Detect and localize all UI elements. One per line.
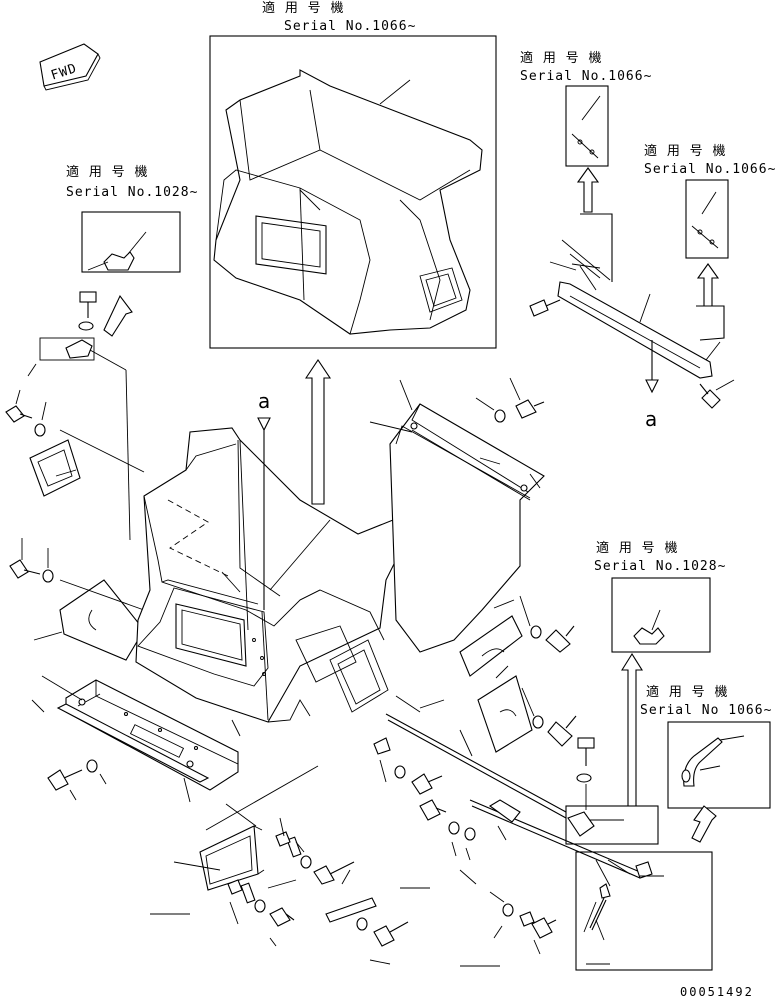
fwd-arrow-icon: FWD <box>39 43 101 91</box>
bottom-brackets-center <box>173 765 377 925</box>
bolt-icon <box>545 629 571 653</box>
leader-lines <box>15 261 577 967</box>
ref-a-center: a <box>257 389 271 610</box>
nut-icon <box>227 879 243 895</box>
inset-top-center-serial: Serial No.1066~ <box>284 19 416 34</box>
hollow-arrow-icon <box>621 652 643 807</box>
inset-top-right-2-serial: Serial No.1066~ <box>644 162 776 177</box>
inset-top-right-1-applies-label: 適 用 号 機 <box>520 50 602 66</box>
fastener-set-left-mid <box>9 559 145 661</box>
left-bracket-group <box>39 291 131 541</box>
nut-icon <box>519 911 535 927</box>
fastener-set-center <box>373 737 557 955</box>
nut-icon <box>373 737 391 755</box>
inset-top-center-applies-label: 適 用 号 機 <box>262 0 344 16</box>
washer-icon <box>42 569 54 583</box>
small-panels-right <box>459 599 533 753</box>
washer-icon <box>86 759 98 773</box>
inset-top-right-1: 適 用 号 機 Serial No.1066~ <box>520 50 652 167</box>
bolt-icon <box>419 799 441 821</box>
right-cover-panel <box>369 379 545 653</box>
hollow-arrow-icon <box>304 359 332 505</box>
screw-icon <box>78 698 199 768</box>
bolt-icon <box>313 865 335 885</box>
inset-right-lower-applies-label: 適 用 号 機 <box>646 684 728 700</box>
ref-a-center-label: a <box>258 389 270 413</box>
fastener-set-bottom-center <box>227 817 409 947</box>
bar-assembly-right: a <box>529 213 735 431</box>
washer-icon <box>394 765 406 779</box>
fastener-set-bottom-left <box>47 759 191 803</box>
rod-assembly <box>385 695 664 965</box>
hollow-arrow-icon <box>691 805 717 843</box>
washer-icon <box>576 773 592 783</box>
bolt-icon <box>547 721 573 747</box>
washer-icon <box>494 409 506 423</box>
guide-line <box>269 519 331 591</box>
main-housing <box>135 427 401 723</box>
fastener-set-rod <box>576 737 595 810</box>
inset-right-mid: 適 用 号 機 Serial No.1028~ <box>594 540 726 653</box>
inset-top-right-2: 適 用 号 機 Serial No.1066~ <box>644 143 776 259</box>
bolt-icon <box>79 291 97 318</box>
washer-icon <box>78 321 94 331</box>
bolt-icon <box>411 773 433 795</box>
fastener-set-right-mid <box>519 595 577 747</box>
bolt-icon <box>515 399 537 419</box>
nut-icon <box>275 831 291 847</box>
bolt-icon <box>373 925 395 947</box>
hollow-arrow-icon <box>103 167 720 337</box>
inset-left-applies-label: 適 用 号 機 <box>66 164 148 180</box>
inset-right-mid-serial: Serial No.1028~ <box>594 559 726 574</box>
washer-icon <box>464 827 476 841</box>
washer-icon <box>34 423 46 437</box>
inset-right-lower-serial: Serial No 1066~ <box>640 703 772 718</box>
inset-right-lower: 適 用 号 機 Serial No 1066~ <box>640 684 772 809</box>
rod-end-parts <box>589 883 611 931</box>
screw-icon <box>410 422 528 492</box>
washer-icon <box>532 715 544 729</box>
bolt-icon <box>9 559 29 579</box>
inset-top-center: 適 用 号 機 Serial No.1066~ <box>209 0 497 349</box>
washer-icon <box>356 917 368 931</box>
bolt-icon <box>269 907 291 927</box>
bolt-icon <box>531 917 553 939</box>
rod-end-inset <box>575 851 713 971</box>
inset-right-mid-applies-label: 適 用 号 機 <box>596 540 678 556</box>
inset-top-right-1-serial: Serial No.1066~ <box>520 69 652 84</box>
inset-left: 適 用 号 機 Serial No.1028~ <box>66 164 198 273</box>
fastener-set-right-upper <box>475 377 545 423</box>
bolt-icon <box>47 769 69 791</box>
washer-icon <box>300 855 312 869</box>
inset-top-right-2-applies-label: 適 用 号 機 <box>644 143 726 159</box>
bolt-icon <box>5 405 25 423</box>
bolt-icon <box>699 383 721 409</box>
inset-left-serial: Serial No.1028~ <box>66 185 198 200</box>
bolt-icon <box>577 737 595 749</box>
washer-icon <box>502 903 514 917</box>
washer-icon <box>448 821 460 835</box>
washer-icon <box>530 625 542 639</box>
fastener-set-left-upper <box>5 405 145 497</box>
ref-a-right: a <box>645 407 657 431</box>
washer-icon <box>254 899 266 913</box>
part-number: 00051492 <box>680 985 754 999</box>
bolt-icon <box>529 299 561 317</box>
rod-bracket-inset <box>565 805 659 845</box>
bottom-plates-left <box>31 631 239 791</box>
guide-line <box>221 571 241 593</box>
